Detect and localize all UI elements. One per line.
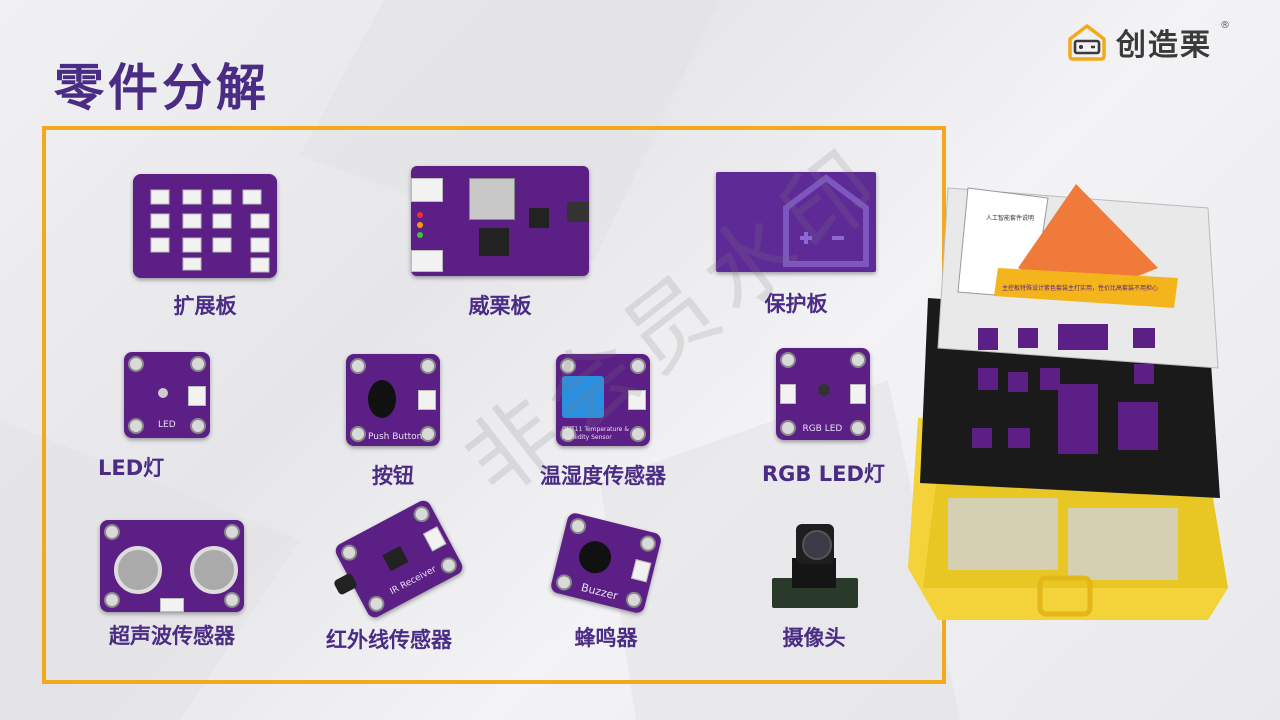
pcb-label: Push Button xyxy=(368,432,423,442)
part-protective-board: 保护板 xyxy=(716,172,876,318)
camera-image xyxy=(766,518,862,614)
pcb-label: DHT11 Temperature & Humidity Sensor xyxy=(562,426,629,441)
part-weili-board: 威栗板 xyxy=(411,166,589,320)
expansion-board-image xyxy=(133,174,277,278)
home-robot-icon xyxy=(1068,24,1106,61)
button-board-image: Push Button xyxy=(346,354,440,446)
registered-mark: ® xyxy=(1220,20,1230,31)
part-label: 温湿度传感器 xyxy=(540,464,666,488)
part-infrared-sensor: IR Receiver 红外线传感器 xyxy=(326,497,466,654)
weili-board-image xyxy=(411,166,589,276)
part-label: LED灯 xyxy=(98,456,165,480)
part-led-light: LED LED灯 xyxy=(98,352,210,482)
part-label: 威栗板 xyxy=(468,294,532,318)
protective-board-image xyxy=(716,172,876,272)
pcb-label: Buzzer xyxy=(579,580,620,603)
part-label: 超声波传感器 xyxy=(109,624,235,648)
dht11-board-image: DHT11 Temperature & Humidity Sensor xyxy=(556,354,650,446)
part-label: 扩展板 xyxy=(173,294,237,318)
buzzer-board-image: Buzzer xyxy=(549,511,663,615)
part-label: 按钮 xyxy=(372,464,414,488)
led-board-image: LED xyxy=(124,352,210,438)
rgb-led-board-image: RGB LED xyxy=(776,348,871,440)
pcb-label: RGB LED xyxy=(802,424,843,434)
kit-box-image: 人工智能套件说明 主控板特殊设计紫色套装主打实用，性价比高套装不用担心 xyxy=(908,168,1233,620)
pcb-label: IR Receiver xyxy=(388,564,439,598)
brand-logo: 创造栗 ® xyxy=(1066,20,1230,64)
part-buzzer: Buzzer 蜂鸣器 xyxy=(549,511,663,652)
part-rgb-led-light: RGB LED RGB LED灯 xyxy=(762,348,885,488)
part-expansion-board: 扩展板 xyxy=(133,174,277,320)
part-label: 蜂鸣器 xyxy=(574,626,638,650)
ultrasonic-board-image xyxy=(100,520,244,612)
part-button: Push Button 按钮 xyxy=(346,354,440,490)
part-camera: 摄像头 xyxy=(766,518,862,652)
part-label: 保护板 xyxy=(764,292,828,316)
brand-name: 创造栗 xyxy=(1116,28,1212,63)
part-ultrasonic-sensor: 超声波传感器 xyxy=(100,520,244,650)
pcb-label: LED xyxy=(158,420,176,430)
part-label: RGB LED灯 xyxy=(762,462,885,486)
part-temp-humidity-sensor: DHT11 Temperature & Humidity Sensor 温湿度传… xyxy=(540,354,666,490)
ir-board-image: IR Receiver xyxy=(332,497,466,621)
page-title: 零件分解 xyxy=(54,59,270,117)
manual-title: 人工智能套件说明 xyxy=(986,214,1034,222)
part-label: 摄像头 xyxy=(782,626,846,650)
banner-text: 主控板特殊设计紫色套装主打实用，性价比高套装不用担心 xyxy=(1002,284,1158,292)
part-label: 红外线传感器 xyxy=(326,628,452,652)
